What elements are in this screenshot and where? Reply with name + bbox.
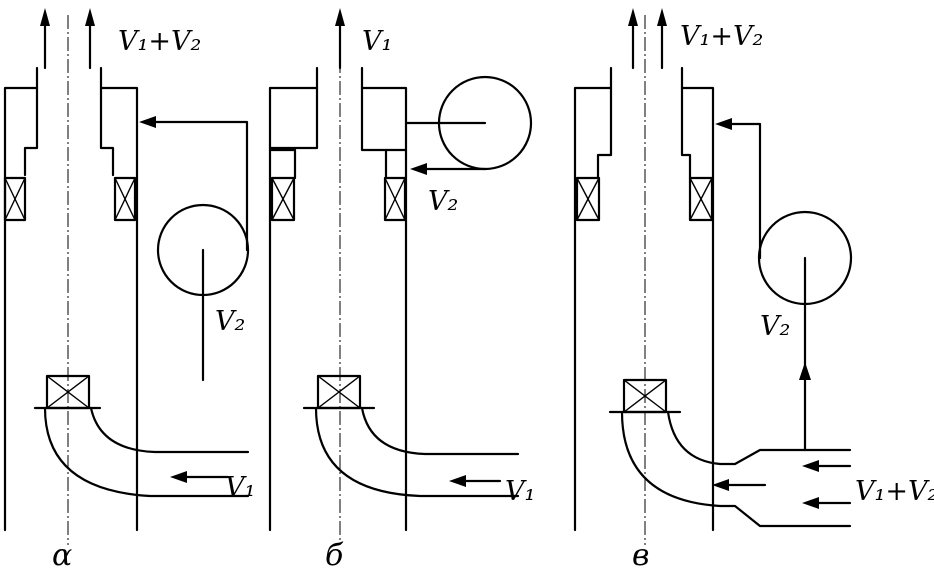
casing-insert-left-b [268,148,297,180]
packer-left-b [270,176,296,222]
top-label-c: V₁+V₂ [680,21,763,52]
panel-a: V₁+V₂ V₂ V₁ α [3,8,255,573]
inlet-label-c: V₁+V₂ [855,476,934,507]
panel-b: V₁ V₂ V₁ б [268,8,535,573]
casing-right-b [360,66,408,532]
inlet-label-a: V₁ [225,472,255,503]
pump-label-c: V₂ [760,311,790,342]
top-label-a: V₁+V₂ [118,26,201,57]
casing-step-left-c [596,86,613,180]
casing-step-right-c [680,86,692,180]
caption-c: в [632,538,649,573]
caption-b: б [325,538,344,573]
inlet-label-b: V₁ [505,476,535,507]
casing-left-a [3,66,39,532]
casing-left-c [573,66,613,532]
inlet-pipe-outer-c [620,410,852,528]
inlet-pipe-outer-a [43,406,250,498]
casing-right-c [680,66,715,532]
inlet-pipe-inner-b [360,406,520,456]
packer-right-c [688,176,714,222]
casing-step-left-b [268,86,319,150]
inlet-pipe-inner-a [89,406,250,454]
casing-step-left-a [23,86,39,177]
casing-right-a [99,66,139,532]
feed-line-c [726,122,762,260]
caption-a: α [52,538,72,573]
casing-left-b [268,66,319,532]
packer-left-a [3,176,27,222]
casing-step-right-a [99,86,115,177]
feed-line-a [150,120,249,252]
packer-right-a [113,176,137,222]
inlet-pipe-outer-b [314,406,520,498]
pump-label-b: V₂ [428,186,458,217]
panel-c: V₁+V₂ V₂ V₁+V₂ в [573,8,934,573]
inlet-pipe-inner-c [666,410,852,466]
casing-step-right-b [360,86,408,152]
packer-right-b [383,176,407,222]
valve-lower-b [302,374,376,410]
pump-label-a: V₂ [215,306,245,337]
top-label-b: V₁ [362,26,392,57]
packer-left-c [575,176,601,222]
